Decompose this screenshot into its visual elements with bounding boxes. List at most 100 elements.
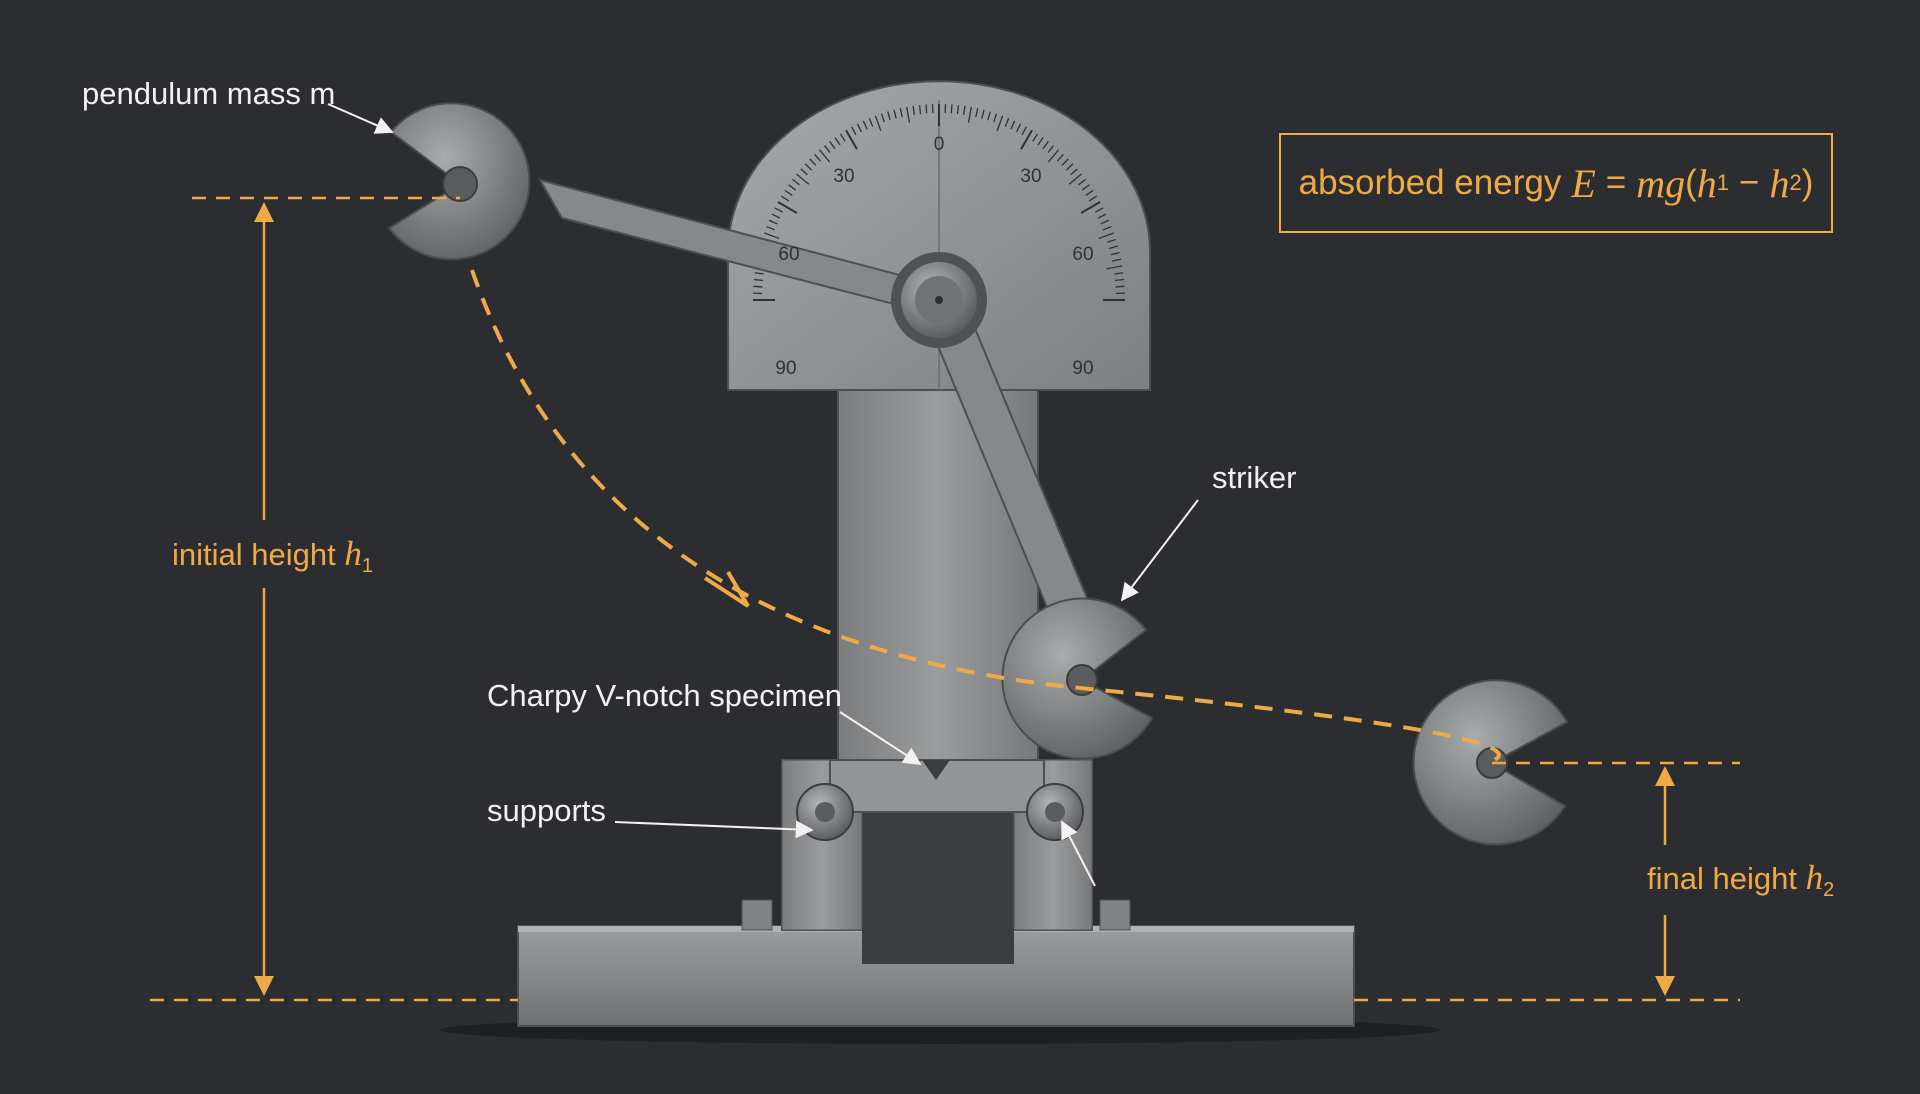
dial-label-30-right: 30 [1020, 166, 1041, 187]
dial-tick [1108, 245, 1118, 250]
dial-tick [800, 168, 808, 176]
pendulum-mass-leader [327, 103, 394, 134]
support-roller-left [796, 783, 854, 841]
pendulum-mass-striker [1001, 597, 1154, 760]
dial-tick [1032, 133, 1039, 142]
dial-tick [763, 232, 780, 240]
dial-label-90-left: 90 [775, 358, 796, 379]
final-height-label: final height h2 [1647, 860, 1834, 900]
final-height-sub: 2 [1823, 879, 1835, 902]
initial-height-var: h [344, 534, 362, 573]
dial-tick [880, 113, 885, 123]
initial-height-dimension [254, 202, 274, 996]
dial-tick [1070, 168, 1078, 176]
formula-equals: = [1605, 163, 1627, 202]
dial-tick [814, 153, 822, 162]
final-height-text: final height [1647, 861, 1797, 896]
pivot-hub [891, 252, 987, 348]
dial-tick [818, 149, 831, 163]
formula-minus: − [1739, 163, 1760, 202]
swing-trajectory [470, 269, 1501, 764]
dial-tick [1088, 195, 1098, 202]
formula-h2-sub: 2 [1789, 170, 1802, 195]
specimen-leader [839, 711, 922, 765]
dial-label-60-right: 60 [1072, 244, 1093, 265]
dial-tick [753, 285, 763, 288]
dial-label-90-right: 90 [1072, 358, 1093, 379]
dial-tick [1021, 126, 1027, 136]
dial-tick [856, 123, 862, 133]
dial-tick [788, 184, 797, 191]
dial-tick [950, 104, 953, 114]
striker-label: striker [1212, 460, 1297, 495]
dial-tick [1102, 225, 1112, 231]
dial-tick [1056, 153, 1064, 162]
final-height-var: h [1805, 858, 1824, 897]
dial-tick [1020, 129, 1033, 150]
initial-height-label: initial height h1 [172, 536, 373, 576]
dial-tick [780, 195, 790, 202]
dial-tick [1061, 158, 1069, 166]
dial-tick [912, 105, 916, 115]
dial-tick [981, 109, 985, 119]
dial-tick [796, 173, 810, 185]
supports-leader-right [1061, 820, 1096, 887]
dial-tick [893, 109, 897, 119]
dial-tick [1037, 137, 1044, 146]
dial-tick [996, 115, 1004, 132]
dial-tick [792, 178, 800, 186]
dial-tick [1004, 118, 1010, 127]
dial-tick [1078, 178, 1086, 186]
dial-tick [862, 120, 868, 130]
formula-h1: h [1696, 160, 1717, 206]
dial-tick [874, 115, 882, 132]
dial-tick [975, 108, 979, 118]
dial-tick [834, 137, 841, 146]
dial-tick [1106, 265, 1123, 270]
formula-prefix: absorbed energy [1298, 163, 1562, 202]
dial-tick [1111, 258, 1122, 262]
dial-tick [774, 207, 784, 213]
dial-tick [1114, 272, 1124, 275]
dial-tick [777, 201, 798, 214]
dial-tick [1068, 173, 1082, 185]
angle-dial [727, 80, 1151, 391]
formula-h2: h [1769, 160, 1790, 206]
dial-tick [956, 105, 960, 115]
supports-leader [614, 820, 814, 839]
dial-tick [804, 163, 813, 171]
dial-tick [829, 141, 836, 150]
formula-var-e: E [1571, 160, 1596, 206]
dial-tick [839, 133, 846, 142]
dial-tick [1047, 145, 1055, 154]
swing-direction-arrow [703, 570, 750, 608]
dial-tick [1114, 278, 1125, 282]
dial-tick [784, 189, 793, 196]
dial-numbers: 0 30 30 60 60 90 90 [775, 134, 1093, 379]
dial-tick [1010, 120, 1016, 130]
v-notch [922, 760, 950, 780]
dial-tick [1107, 238, 1117, 243]
dial-tick [1047, 149, 1060, 163]
formula-h1-sub: 1 [1716, 170, 1730, 195]
dial-tick [768, 219, 778, 225]
formula-mg: mg [1636, 160, 1686, 206]
striker-leader [1120, 499, 1199, 602]
dial-tick [1042, 141, 1049, 150]
support-roller-right [1026, 783, 1084, 841]
dial-tick [918, 105, 922, 115]
dial-tick [1110, 251, 1120, 256]
dial-tick [1100, 219, 1110, 225]
dial-tick [987, 111, 991, 121]
dial-label-60-left: 60 [778, 244, 799, 265]
dial-tick [1094, 207, 1104, 213]
dial-tick [925, 104, 928, 114]
pendulum-mass-label: pendulum mass m [82, 76, 336, 111]
dial-tick [754, 272, 764, 275]
dial-tick [1081, 184, 1090, 191]
dial-tick [851, 126, 857, 136]
dial-tick [809, 158, 817, 166]
